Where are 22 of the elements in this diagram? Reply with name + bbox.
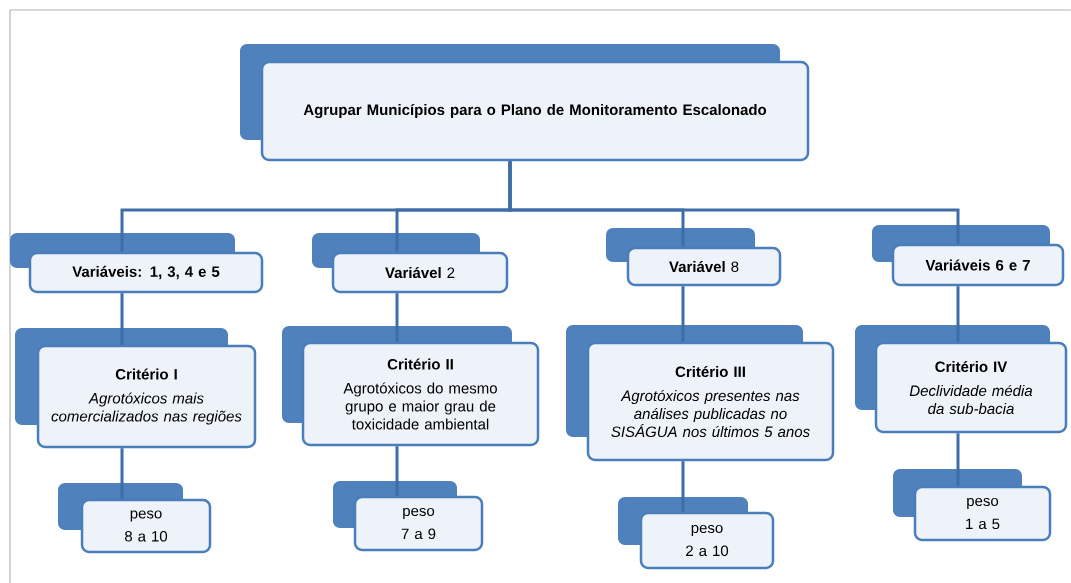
process-box: peso 1 a 5	[893, 469, 1052, 542]
process-box: Variável 2	[312, 233, 509, 294]
process-box: peso 2 a 10	[618, 497, 775, 570]
process-box: peso 8 a 10	[58, 483, 212, 554]
process-box: Variáveis: 1, 3, 4 e 5	[10, 233, 264, 294]
connector-line	[395, 446, 399, 496]
connector-line	[956, 286, 960, 342]
connector-line	[681, 286, 685, 342]
process-box: peso 7 a 9	[333, 481, 484, 552]
process-box: Critério I Agrotóxicos mais comercializados nas regiões	[15, 328, 257, 449]
process-box: Variáveis 6 e 7	[872, 225, 1065, 287]
connector-line	[395, 293, 399, 342]
connector-line	[508, 161, 960, 244]
connector-line	[120, 293, 124, 345]
process-box: Variável 8	[606, 228, 782, 287]
process-box: Critério II Agrotóxicos do mesmo grupo e maior grau de toxicidade ambiental	[282, 326, 540, 447]
process-box: Agrupar Municípios para o Plano de Monitoramento Escalonado	[240, 44, 810, 162]
connector-line	[956, 433, 960, 486]
connector-line	[120, 448, 124, 499]
process-box: Critério IV Declividade média da sub-bacia	[855, 325, 1068, 434]
process-box: Critério III Agrotóxicos presentes nas análises publicadas no SISÁGUA nos últimos 5 anos	[566, 325, 835, 462]
connector-line	[681, 461, 685, 512]
